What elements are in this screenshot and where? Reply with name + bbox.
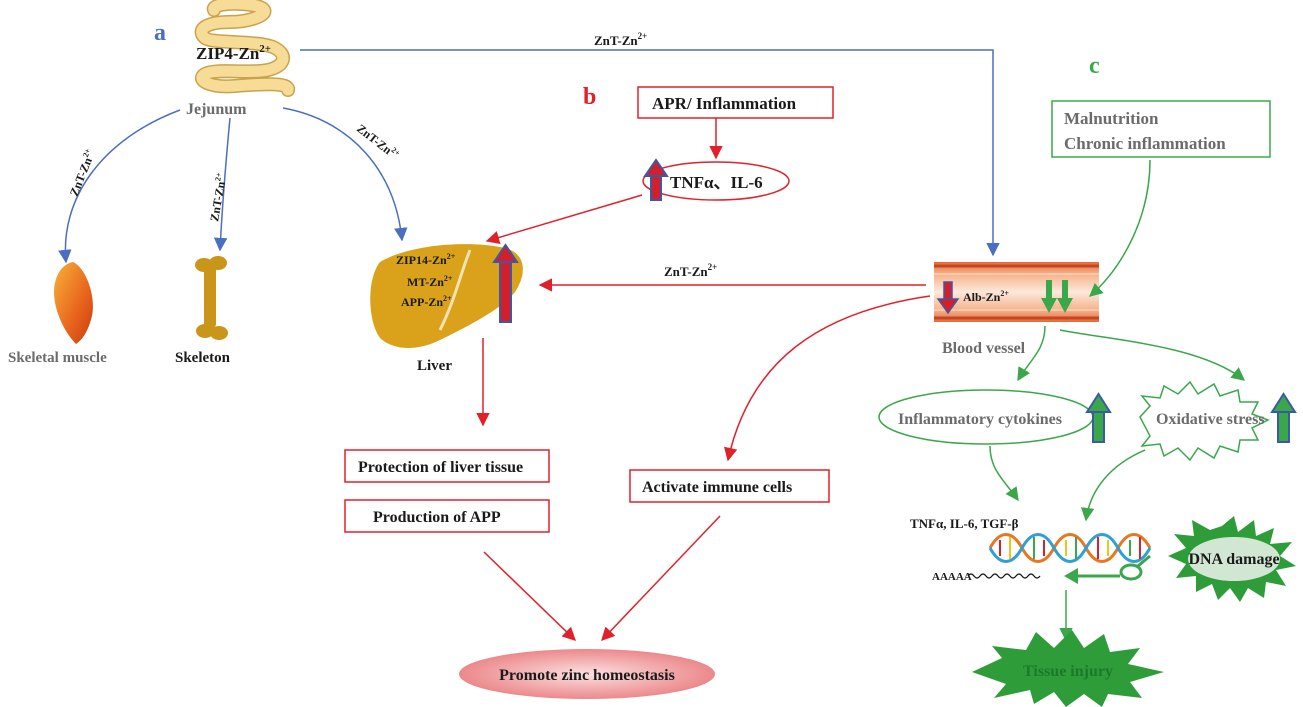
malnutrition-box xyxy=(1051,100,1271,158)
dna-damage-inner xyxy=(1188,537,1280,581)
mrna-text: AAAAA xyxy=(932,571,972,583)
malnutrition-text: Malnutrition xyxy=(1064,109,1159,128)
bone-icon xyxy=(195,256,228,340)
arrow-cytokines-to-liver xyxy=(485,194,643,245)
app-production-box xyxy=(344,499,550,533)
vessel-down-green-arrows-icon xyxy=(1041,280,1073,313)
znt-label-liver: ZnT-Zn2+ xyxy=(354,121,402,163)
apr-inflammation-box xyxy=(637,86,834,119)
alb-zn-label: Alb-Zn2+ xyxy=(963,289,1009,304)
arrow-inflammatory-to-genes xyxy=(989,445,1019,502)
chronic-inflammation-text: Chronic inflammation xyxy=(1064,134,1226,153)
liver-protection-text: Protection of liver tissue xyxy=(358,459,523,476)
mrna-tail xyxy=(967,573,1041,579)
jejunum-intestine-icon xyxy=(194,0,295,97)
zinc-homeostasis-text: Promote zinc homeostasis xyxy=(499,667,675,684)
arrow-liver-effects-to-outcome xyxy=(483,551,576,641)
arrow-jejunum-to-liver xyxy=(282,107,408,242)
apr-inflammation-text: APR/ Inflammation xyxy=(652,94,797,113)
dna-helix-icon xyxy=(988,533,1152,563)
blood-vessel-label: Blood vessel xyxy=(942,340,1026,357)
liver-protection-box xyxy=(344,449,550,483)
tissue-injury-text: Tissue injury xyxy=(1023,663,1113,680)
app-production-text: Production of APP xyxy=(373,509,501,526)
inflammatory-cytokines-text: Inflammatory cytokines xyxy=(898,411,1062,428)
znt-label-skeleton: ZnT-Zn2+ xyxy=(206,171,229,222)
znt-label-muscle: ZnT-Zn2+ xyxy=(66,147,98,198)
immune-cells-box xyxy=(629,469,830,503)
liver-icon xyxy=(370,244,523,348)
liver-protein-app: APP-Zn2+ xyxy=(401,294,452,309)
panel-label-c: c xyxy=(1089,53,1100,79)
skeleton-label: Skeleton xyxy=(175,350,231,366)
panel-label-b: b xyxy=(583,84,596,110)
vessel-down-red-arrow-icon xyxy=(936,281,960,315)
liver-protein-mt: MT-Zn2+ xyxy=(407,274,453,289)
zip4-label: ZIP4-Zn2+ xyxy=(196,43,271,63)
oxidative-stress-star xyxy=(1139,380,1270,462)
arrow-jejunum-to-muscle xyxy=(58,109,181,264)
liver-protein-zip14: ZIP14-Zn2+ xyxy=(396,252,456,267)
zinc-homeostasis-ellipse xyxy=(459,649,715,699)
arrow-immune-to-outcome xyxy=(601,515,721,641)
inflammatory-up-arrow-icon xyxy=(1085,392,1112,443)
arrow-vessel-to-inflammatory xyxy=(1017,325,1046,382)
arrow-vessel-to-oxidative xyxy=(1059,329,1246,381)
arrow-causes-to-vessel xyxy=(1088,159,1151,297)
immune-cells-text: Activate immune cells xyxy=(642,479,792,496)
cytokines-text: TNFα、IL-6 xyxy=(670,173,763,192)
tissue-injury-star xyxy=(972,630,1164,707)
liver-up-arrow-icon xyxy=(492,243,519,323)
oxidative-stress-text: Oxidative stress xyxy=(1156,411,1265,428)
liver-ligament xyxy=(438,249,472,331)
liver-label: Liver xyxy=(417,358,452,374)
arrow-jejunum-to-vessel xyxy=(300,49,1000,257)
panel-label-a: a xyxy=(154,20,166,46)
genes-text: TNFα, IL-6, TGF-β xyxy=(910,516,1019,531)
znt-label-vessel-liver: ZnT-Zn2+ xyxy=(664,262,717,279)
znt-label-top: ZnT-Zn2+ xyxy=(594,31,647,48)
jejunum-label: Jejunum xyxy=(186,101,247,118)
cytokines-up-arrow-icon xyxy=(643,158,669,201)
dna-damage-text: DNA damage xyxy=(1188,551,1279,568)
skeletal-muscle-icon xyxy=(54,262,93,344)
inhibition-arrow-icon xyxy=(1064,554,1151,584)
skeletal-muscle-label: Skeletal muscle xyxy=(8,350,107,366)
blood-vessel-icon xyxy=(934,262,1099,322)
cytokines-ellipse xyxy=(642,161,790,201)
arrow-vessel-to-immune xyxy=(724,295,931,462)
arrow-oxidative-to-genes xyxy=(1080,449,1146,522)
oxidative-up-arrow-icon xyxy=(1270,392,1297,443)
arrow-jejunum-to-skeleton xyxy=(213,117,231,252)
